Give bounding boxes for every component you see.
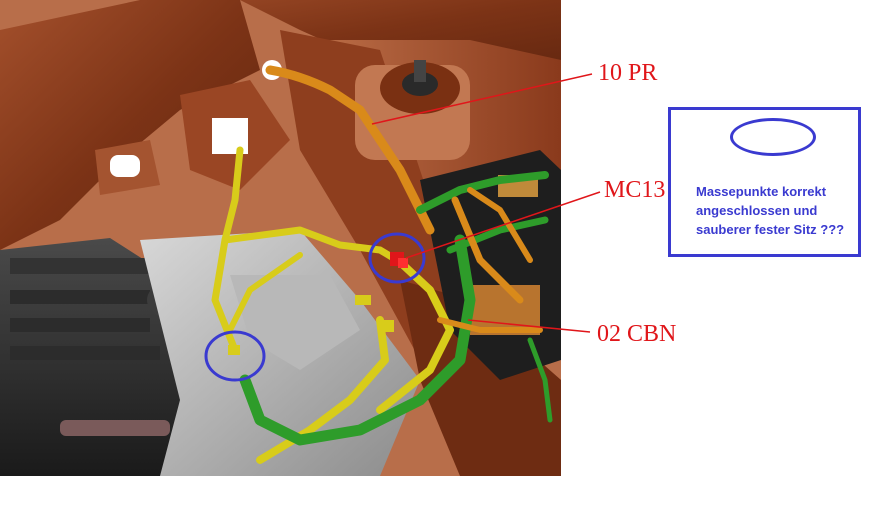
legend-note-line: Massepunkte korrekt xyxy=(696,184,827,199)
legend-note-text: Massepunkte korrekt angeschlossen und sa… xyxy=(696,182,861,239)
leader-line-10pr xyxy=(371,73,593,125)
legend-note-box: Massepunkte korrekt angeschlossen und sa… xyxy=(668,107,861,257)
leader-line-02cbn xyxy=(467,319,591,333)
callout-label-mc13: MC13 xyxy=(604,177,666,203)
callout-label-10pr: 10 PR xyxy=(598,60,658,86)
leader-line-mc13 xyxy=(405,191,601,259)
legend-note-line: angeschlossen und xyxy=(696,203,818,218)
ground-marker-left xyxy=(204,330,266,382)
ground-connectors xyxy=(228,252,408,355)
ground-marker-mc13 xyxy=(368,232,426,284)
legend-marker-ellipse xyxy=(730,118,816,156)
callout-label-02cbn: 02 CBN xyxy=(597,321,677,347)
wiring-harness xyxy=(211,65,553,464)
legend-note-line: sauberer fester Sitz ??? xyxy=(696,222,845,237)
engine-block xyxy=(0,230,420,476)
